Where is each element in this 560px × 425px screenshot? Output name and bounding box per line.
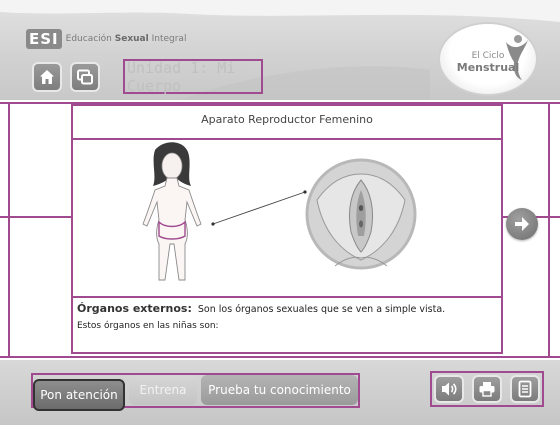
printer-icon bbox=[479, 382, 495, 397]
header-swoosh-decoration bbox=[0, 0, 560, 100]
figure-icon bbox=[506, 35, 528, 80]
reproductive-system-illustration bbox=[142, 142, 417, 281]
windows-button[interactable] bbox=[70, 62, 100, 92]
windows-icon bbox=[77, 69, 93, 85]
tab-prueba-tu-conocimiento[interactable]: Prueba tu conocimiento bbox=[201, 375, 358, 405]
description-area: Órganos externos: Son los órganos sexual… bbox=[73, 296, 501, 352]
guide-line-right bbox=[548, 102, 550, 358]
external-organs-closeup bbox=[305, 158, 417, 270]
unit-title: Unidad 1: Mi Cuerpo bbox=[123, 59, 263, 95]
pointer-line bbox=[212, 191, 306, 225]
badge-line-1: El Ciclo bbox=[471, 51, 505, 61]
girls-organs-text: Estos órganos en las niñas son: bbox=[77, 321, 219, 331]
home-icon bbox=[40, 70, 54, 84]
header-bar: ESI Educación Sexual Integral Unidad 1: … bbox=[0, 0, 560, 100]
menstrual-cycle-badge: El Ciclo Menstrual bbox=[438, 22, 538, 96]
external-organs-heading: Órganos externos: bbox=[77, 302, 192, 315]
guide-line-left bbox=[8, 102, 10, 358]
notes-button[interactable] bbox=[510, 375, 540, 403]
girl-figure bbox=[142, 142, 202, 281]
tabs-frame bbox=[31, 373, 360, 408]
guide-line-top bbox=[0, 102, 560, 104]
logo-text-bold: Sexual bbox=[114, 34, 149, 44]
notes-icon bbox=[518, 380, 532, 398]
print-button[interactable] bbox=[472, 375, 502, 403]
esi-logo: ESI Educación Sexual Integral bbox=[26, 27, 186, 51]
content-panel: Aparato Reproductor Femenino Órganos ext… bbox=[71, 104, 503, 354]
audio-button[interactable] bbox=[434, 375, 464, 403]
next-button[interactable] bbox=[506, 208, 538, 240]
tab-entrena[interactable]: Entrena bbox=[129, 375, 197, 405]
logo-text-prefix: Educación bbox=[65, 34, 112, 44]
external-organs-text: Son los órganos sexuales que se ven a si… bbox=[197, 304, 446, 315]
guide-line-bottom bbox=[0, 356, 560, 358]
speaker-icon bbox=[442, 382, 457, 396]
panel-title: Aparato Reproductor Femenino bbox=[73, 106, 501, 140]
logo-text: Educación Sexual Integral bbox=[66, 34, 187, 44]
tab-pon-atencion[interactable]: Pon atención bbox=[33, 379, 125, 411]
badge-line-2: Menstrual bbox=[456, 61, 520, 74]
logo-text-suffix: Integral bbox=[151, 34, 187, 44]
external-organs-line: Órganos externos: Son los órganos sexual… bbox=[77, 302, 497, 315]
home-button[interactable] bbox=[32, 62, 62, 92]
arrow-right-icon bbox=[515, 217, 529, 231]
logo-mark: ESI bbox=[26, 29, 62, 49]
tools-frame bbox=[430, 371, 544, 407]
